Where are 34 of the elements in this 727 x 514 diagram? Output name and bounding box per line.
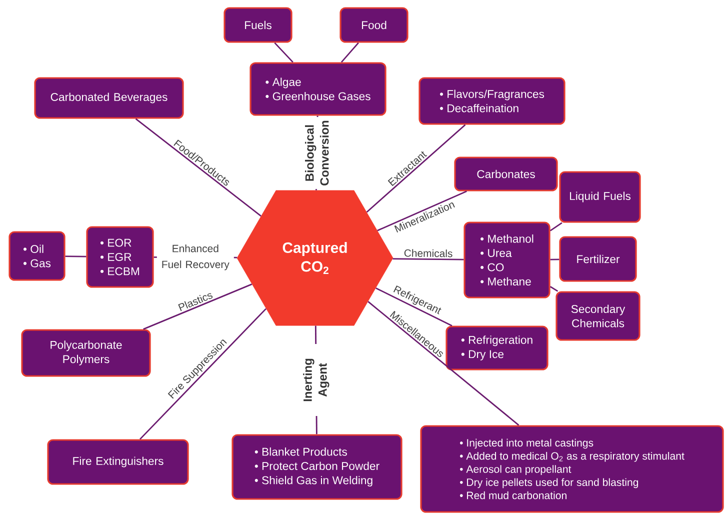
edge-label: Chemicals bbox=[404, 249, 452, 258]
connector-line bbox=[135, 118, 262, 217]
edge-label: Inerting Agent bbox=[302, 344, 330, 416]
connector-line bbox=[550, 258, 560, 260]
connector-line bbox=[340, 42, 359, 63]
connector-line bbox=[143, 284, 252, 330]
category-box: • Flavors/Fragrances • Decaffeination bbox=[418, 77, 566, 125]
category-box: Liquid Fuels bbox=[559, 171, 641, 223]
category-box: Secondary Chemicals bbox=[556, 291, 640, 341]
category-box: • Methanol • Urea • CO • Methane bbox=[464, 222, 550, 298]
connector-line bbox=[377, 190, 467, 232]
category-box: Food bbox=[340, 7, 408, 43]
connector-line bbox=[366, 124, 466, 213]
connector-line bbox=[65, 256, 86, 258]
category-box: Fuels bbox=[224, 7, 292, 43]
connector-line bbox=[376, 287, 452, 326]
category-box: Fire Extinguishers bbox=[47, 439, 189, 485]
category-box: Carbonated Beverages bbox=[34, 77, 184, 119]
edge-label: Enhanced Fuel Recovery bbox=[156, 244, 234, 272]
category-box: Fertilizer bbox=[559, 236, 637, 282]
category-box: Polycarbonate Polymers bbox=[21, 329, 151, 377]
category-box: • Algae • Greenhouse Gases bbox=[250, 62, 386, 116]
connector-line bbox=[140, 308, 267, 440]
category-box: • Refrigeration • Dry Ice bbox=[446, 326, 548, 370]
connector-line bbox=[550, 222, 562, 232]
category-box: • Oil • Gas bbox=[8, 231, 66, 281]
connector-line bbox=[368, 301, 520, 426]
category-box: • Blanket Products • Protect Carbon Powder • Shield Gas in Welding bbox=[232, 434, 402, 500]
connector-line bbox=[274, 42, 294, 63]
category-box: • EOR • EGR • ECBM bbox=[86, 226, 154, 288]
category-box: Carbonates bbox=[454, 156, 558, 192]
connector-line bbox=[392, 258, 464, 260]
connector-line bbox=[550, 286, 558, 292]
category-box: • Injected into metal castings • Added to medical O$_{2}$ as a respiratory stimulant • Aerosol can propellant • Dry ice pellets used for sand blasting • Red mud carbonation bbox=[420, 425, 724, 513]
